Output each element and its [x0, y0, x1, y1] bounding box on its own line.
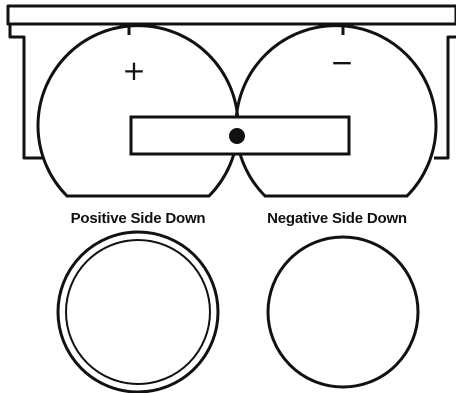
positive-slot-outline [38, 26, 238, 196]
negative-side-down-label: Negative Side Down [267, 210, 407, 227]
positive-side-down-label: Positive Side Down [71, 210, 206, 227]
holder-right-bracket [434, 37, 456, 158]
positive-coin-outer-rim [58, 232, 218, 392]
center-dot [229, 128, 245, 144]
positive-coin-cell [58, 232, 218, 392]
negative-coin-cell [268, 237, 418, 387]
negative-sign-text: − [330, 46, 353, 79]
positive-coin-inner-rim [66, 240, 210, 384]
holder-top-bar [8, 6, 456, 24]
negative-coin-rim [268, 237, 418, 387]
positive-sign-text: + [122, 54, 145, 87]
battery-slots [38, 26, 436, 196]
